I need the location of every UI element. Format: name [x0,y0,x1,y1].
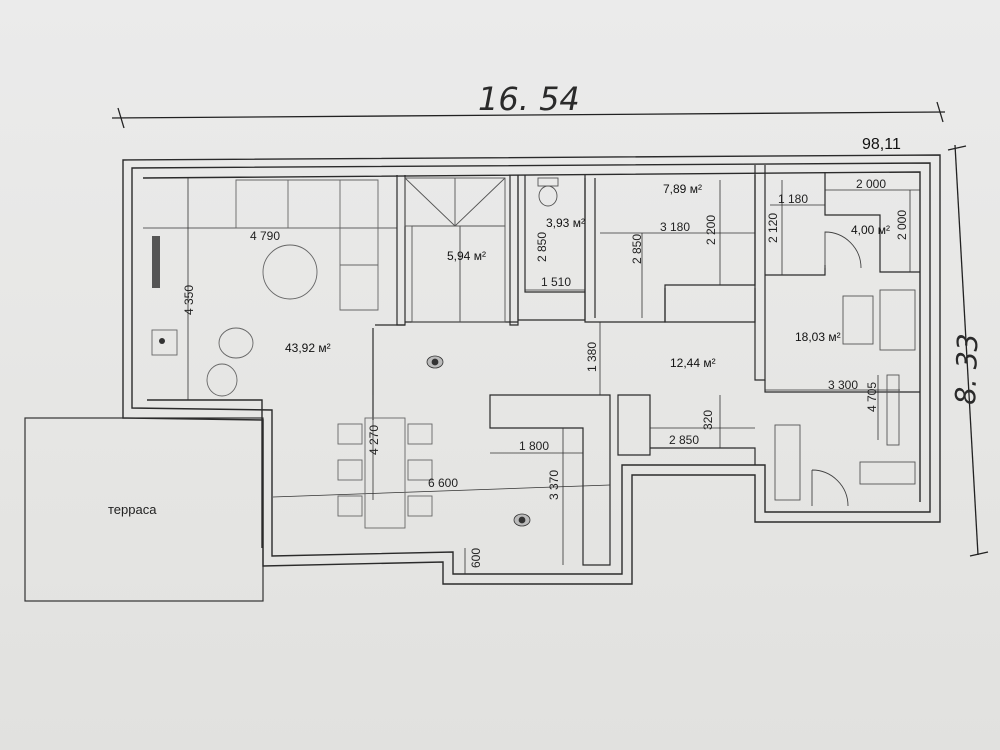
dim-1180: 1 180 [778,192,808,206]
terrace-label: терраса [108,502,157,517]
toilet-icon [537,177,559,207]
fireplace-icon [151,329,178,356]
sofa [235,179,379,311]
armchair-1 [218,327,254,359]
dim-2000-v: 2 000 [895,210,909,240]
room-area-gym: 18,03 м² [795,330,841,344]
overall-height-label: 8. 33 [949,333,984,405]
round-rug [262,244,318,300]
dim-4705: 4 705 [865,382,879,412]
room-area-stair: 5,94 м² [447,249,486,263]
room-area-hall: 12,44 м² [670,356,716,370]
dim-2200: 2 200 [704,215,718,245]
dim-2850-room: 2 850 [630,234,644,264]
overall-height-dimension [947,144,989,557]
exterior-walls [122,154,941,585]
dim-2850-wc: 2 850 [535,232,549,262]
overall-width-label: 16. 54 [478,80,580,118]
dim-4270: 4 270 [367,425,381,455]
room-area-small: 4,00 м² [851,223,890,237]
dim-1380: 1 380 [585,342,599,372]
dim-2120: 2 120 [766,213,780,243]
dim-1800: 1 800 [519,439,549,453]
dining-table [364,417,406,529]
staircase [404,177,506,323]
dim-2000-h: 2 000 [856,177,886,191]
dim-3300: 3 300 [828,378,858,392]
dim-4790: 4 790 [250,229,280,243]
dim-4350: 4 350 [182,285,196,315]
armchair-2 [206,363,238,397]
overall-width-dimension [111,101,946,129]
room-area-living: 43,92 м² [285,341,331,355]
dim-600: 600 [469,548,483,568]
dim-320: 320 [701,410,715,430]
dim-3180: 3 180 [660,220,690,234]
dim-2850-hall: 2 850 [669,433,699,447]
tv-unit [152,236,160,288]
person-icon-2 [513,513,531,527]
total-area-label: 98,11 [862,136,901,153]
dining-chairs [337,423,433,517]
dim-3370: 3 370 [547,470,561,500]
doors [811,231,862,507]
dim-1510: 1 510 [541,275,571,289]
fireplace-dot-icon [159,338,165,344]
room-area-789: 7,89 м² [663,182,702,196]
dim-6600: 6 600 [428,476,458,490]
gym-equipment [774,289,916,501]
room-area-wc: 3,93 м² [546,216,585,230]
person-icon [426,355,444,369]
